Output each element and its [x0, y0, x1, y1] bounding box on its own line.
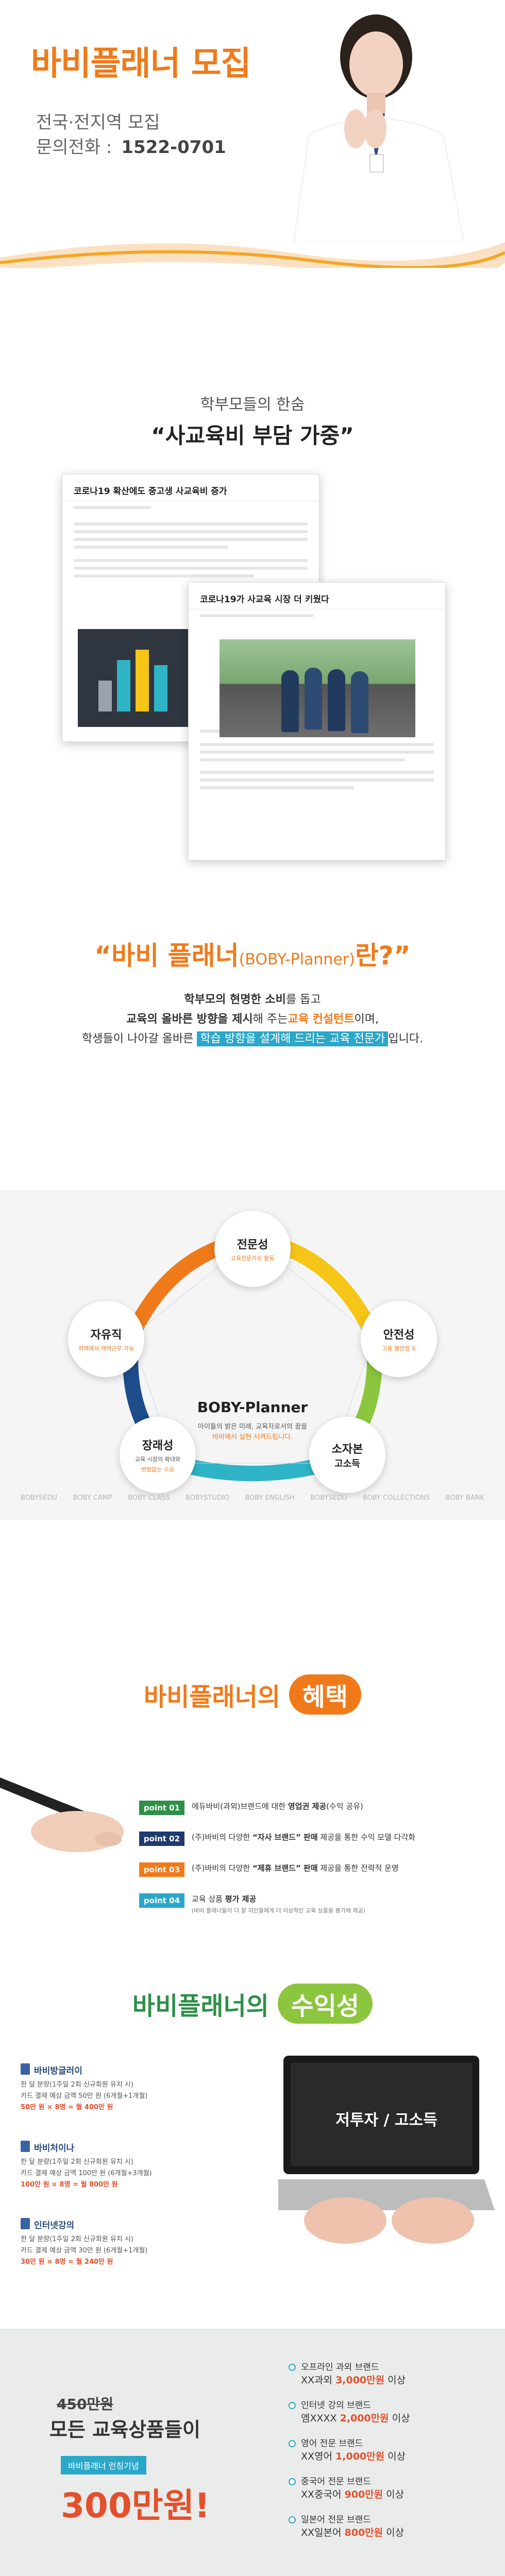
book-icon	[21, 2141, 30, 2152]
node-freelance: 자유직 자택에서 재택근무 가능	[68, 1301, 144, 1377]
all-products-label: 모든 교육상품들이	[49, 2418, 200, 2441]
laptop-hands-illustration	[278, 2056, 495, 2244]
brand-logo: BOBY BANK	[445, 1494, 484, 1502]
comparison-list: 오프라인 과외 브랜드 XX과외 3,000만원 이상 인터넷 강의 브랜드 엠…	[289, 2360, 495, 2550]
news-card-2-title: 코로나19가 사교육 시장 더 키웠다	[189, 583, 445, 609]
profit-brand-3: 인터넷강의 한 달 분량(1주일 2회 신규회원 유치 시) 카드 결제 예상 …	[21, 2221, 148, 2266]
hero-title: 바비플래너 모집	[31, 45, 251, 83]
launch-price: 300만원!	[61, 2486, 210, 2526]
intro-title: “바비 플래너(BOBY-Planner)란?”	[94, 941, 411, 971]
intro-line-2: 교육의 올바른 방향을 제시해 주는교육 컨설턴트이며,	[126, 1013, 379, 1026]
list-item: 중국어 전문 브랜드 XX중국어 900만원 이상	[289, 2474, 495, 2501]
node-expertise: 전문성 교육전문가로 활동	[214, 1211, 291, 1287]
brand-logo: BOBYSEDU	[21, 1494, 58, 1502]
benefits-title: 바비플래너의 혜택	[0, 1674, 505, 1715]
hero-section: 바비플래너 모집 전국·전지역 모집 문의전화 : 1522-0701	[0, 0, 505, 268]
list-item: 인터넷 강의 브랜드 엠XXXX 2,000만원 이상	[289, 2398, 495, 2425]
news-subtitle: 학부모들의 한숨	[200, 396, 305, 414]
launch-badge: 바비플래너 런칭기념	[61, 2456, 146, 2475]
profit-title: 바비플래너의 수익성	[0, 1984, 505, 2024]
benefit-point-3: point 03 (주)바비의 다양한 “제휴 브랜드” 판매 제공을 통한 전…	[139, 1862, 399, 1877]
phone-number[interactable]: 1522-0701	[121, 137, 226, 158]
profit-section: 바비플래너의 수익성 바비방글러이 한 달 분량(1주일 2회 신규회원 유치 …	[0, 1942, 505, 2329]
book-icon	[21, 2063, 30, 2075]
news-card-2-photo	[220, 639, 415, 737]
intro-line-1: 학부모의 현명한 소비를 돕고	[184, 993, 321, 1006]
news-headline: “사교육비 부담 가중”	[151, 423, 354, 448]
diagram-center-title: BOBY-Planner	[197, 1399, 308, 1416]
pentagon-diagram-section: 전문성 교육전문가로 활동 안전성 고용 불안정 X 소자본 고소득 장래성 교…	[0, 1190, 505, 1520]
diagram-center-sub-1: 아이들의 밝은 미래, 교육자로서의 꿈을	[197, 1423, 308, 1431]
book-icon	[21, 2218, 30, 2229]
laptop-screen-text: 저투자 / 고소득	[335, 2111, 437, 2129]
brand-logo: BOBY COLLECTIONS	[362, 1494, 430, 1502]
node-prospects: 장래성 교육 시장의 확대와 변함없는 수요	[120, 1417, 196, 1493]
benefits-section: 바비플래너의 혜택 point 01 에듀바비(과외)브랜드에 대한 영업권 제…	[0, 1520, 505, 1942]
profit-brand-1: 바비방글러이 한 달 분량(1주일 2회 신규회원 유치 시) 카드 결제 예상…	[21, 2066, 148, 2111]
hero-recruit-scope: 전국·전지역 모집	[36, 112, 160, 133]
node-stability: 안전성 고용 불안정 X	[361, 1301, 437, 1377]
original-price: 450만원	[57, 2396, 113, 2413]
fountain-pen-illustration	[0, 1777, 124, 1852]
brand-logo: BOBYSTUDIO	[186, 1494, 229, 1502]
brand-logo: BOBY CLASS	[128, 1494, 170, 1502]
intro-section: “바비 플래너(BOBY-Planner)란?” 학부모의 현명한 소비를 돕고…	[0, 881, 505, 1190]
phone-label: 문의전화 :	[36, 137, 112, 158]
brand-logo: BOBY CAMP	[73, 1494, 112, 1502]
brand-logo: BOBYSEDU	[310, 1494, 347, 1502]
list-item: 오프라인 과외 브랜드 XX과외 3,000만원 이상	[289, 2360, 495, 2386]
list-item: 일본어 전문 브랜드 XX일본어 800만원 이상	[289, 2512, 495, 2539]
profit-brand-2: 바비처이나 한 달 분량(1주일 2회 신규회원 유치 시) 카드 결제 예상 …	[21, 2143, 152, 2189]
price-section: 450만원 모든 교육상품들이 바비플래너 런칭기념 300만원! 오프라인 과…	[0, 2329, 505, 2576]
list-item: 영어 전문 브랜드 XX영어 1,000만원 이상	[289, 2436, 495, 2463]
diagram-center-sub-2: 바비에서 실현 시켜드립니다.	[212, 1433, 293, 1441]
orange-wave-divider	[0, 242, 505, 268]
hero-contact: 문의전화 : 1522-0701	[36, 133, 226, 158]
benefit-point-4: point 04 교육 상품 평가 제공(바비 플래너들이 더 잘 지인들에게 …	[139, 1893, 365, 1914]
benefit-point-1: point 01 에듀바비(과외)브랜드에 대한 영업권 제공(수익 공유)	[139, 1801, 363, 1815]
node-low-capital: 소자본 고소득	[309, 1417, 385, 1493]
news-card-2: 코로나19가 사교육 시장 더 키웠다	[188, 582, 446, 860]
brand-logo-strip: BOBYSEDU BOBY CAMP BOBY CLASS BOBYSTUDIO…	[21, 1494, 484, 1502]
brand-logo: BOBY ENGLISH	[245, 1494, 295, 1502]
news-section: 학부모들의 한숨 “사교육비 부담 가중” 코로나19 확산에도 중고생 사교육…	[0, 289, 505, 881]
news-card-1-graph	[78, 629, 207, 727]
woman-model-photo	[293, 14, 464, 242]
benefit-point-2: point 02 (주)바비의 다양한 “자사 브랜드” 판매 제공을 통한 수…	[139, 1832, 415, 1846]
news-card-1-title: 코로나19 확산에도 중고생 사교육비 증가	[62, 474, 319, 501]
